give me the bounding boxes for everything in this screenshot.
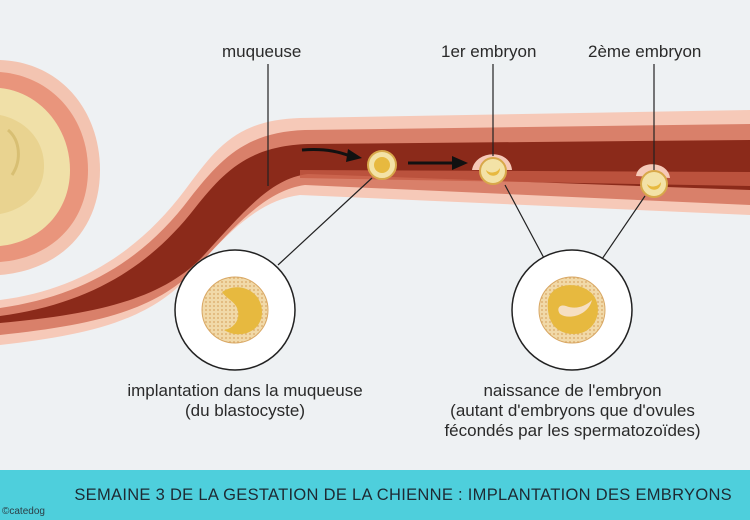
- leader-lines: [267, 64, 655, 266]
- caption-embryo-birth-line3: fécondés par les spermatozoïdes): [444, 421, 701, 440]
- tube-lumen: [0, 140, 750, 323]
- label-first-embryo: 1er embryon: [441, 42, 537, 61]
- right-arrow-icon: [408, 156, 468, 170]
- embryo-2: [640, 170, 668, 198]
- copyright-notice: ©catedog: [2, 506, 45, 517]
- caption-implantation-line2: (du blastocyste): [185, 401, 305, 420]
- blastocyst: [367, 150, 397, 180]
- banner-title: SEMAINE 3 DE LA GESTATION DE LA CHIENNE …: [74, 486, 732, 504]
- magnified-blastocyst: [174, 249, 296, 371]
- caption-embryo-birth-line1: naissance de l'embryon: [483, 381, 662, 400]
- embryo-1: [479, 157, 507, 185]
- label-mucosa: muqueuse: [222, 42, 302, 61]
- title-banner: SEMAINE 3 DE LA GESTATION DE LA CHIENNE …: [0, 470, 750, 520]
- label-second-embryo: 2ème embryon: [588, 42, 702, 61]
- right-arrow-icon: [301, 148, 362, 162]
- magnified-embryo: [511, 249, 633, 371]
- caption-embryo-birth-line2: (autant d'embryons que d'ovules: [450, 401, 695, 420]
- caption-implantation-line1: implantation dans la muqueuse: [127, 381, 363, 400]
- ovary: [0, 60, 100, 275]
- caption-implantation: implantation dans la muqueuse (du blasto…: [60, 381, 430, 421]
- caption-embryo-birth: naissance de l'embryon (autant d'embryon…: [405, 381, 740, 441]
